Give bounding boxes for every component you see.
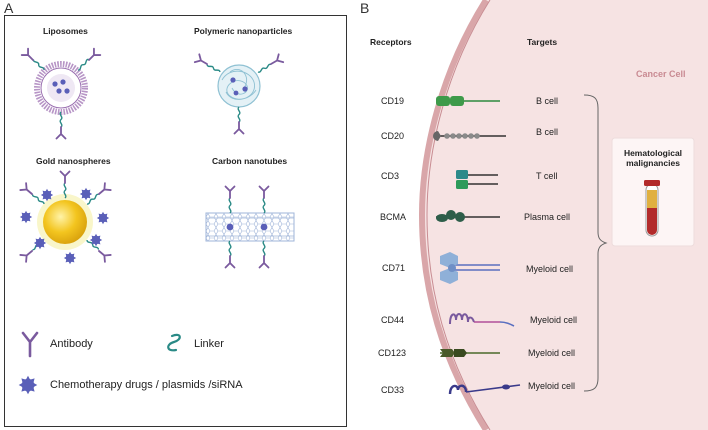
receptor-cd44: CD44 <box>381 315 405 325</box>
carbon-nanotubes-title: Carbon nanotubes <box>212 156 288 166</box>
legend-linker-label: Linker <box>194 338 224 350</box>
polymeric-nanoparticle-graphic <box>193 53 285 135</box>
cd71-receptor-glyph <box>440 252 500 284</box>
malignancy-title: Hematological malignancies <box>623 148 683 169</box>
cd44-receptor-glyph <box>449 313 515 327</box>
cell-membrane-inner <box>426 0 491 430</box>
target-cd123: Myeloid cell <box>528 348 576 358</box>
linker-icon <box>167 333 181 352</box>
legend-drugs-label: Chemotherapy drugs / plasmids /siRNA <box>50 379 243 391</box>
gold-nanospheres-title: Gold nanospheres <box>36 156 111 166</box>
receptor-cd3: CD3 <box>381 171 400 181</box>
grouping-bracket <box>583 94 608 392</box>
polymeric-nanoparticles-title: Polymeric nanoparticles <box>194 26 293 36</box>
receptor-cd20: CD20 <box>381 131 405 141</box>
gold-nanosphere-graphic <box>19 170 112 265</box>
target-cd33: Myeloid cell <box>528 381 576 391</box>
blood-tube-icon <box>644 180 660 237</box>
receptor-bcma: BCMA <box>380 212 407 222</box>
carbon-nanotube-graphic <box>205 185 295 269</box>
panel-b-letter: B <box>360 0 370 16</box>
legend-antibody-label: Antibody <box>50 338 93 350</box>
panel-a-letter: A <box>4 0 14 16</box>
receptor-cd123: CD123 <box>378 348 407 358</box>
target-cd19: B cell <box>536 96 559 106</box>
cd20-receptor-glyph <box>433 131 506 141</box>
receptors-header: Receptors <box>370 37 412 47</box>
targets-header: Targets <box>527 37 558 47</box>
cd123-receptor-glyph <box>440 349 500 357</box>
target-cd20: B cell <box>536 127 559 137</box>
target-bcma: Plasma cell <box>524 212 571 222</box>
drug-icon <box>18 375 38 395</box>
liposome-graphic <box>20 47 102 140</box>
cd33-receptor-glyph <box>448 384 521 395</box>
cd19-receptor-glyph <box>436 96 500 106</box>
liposomes-title: Liposomes <box>43 26 88 36</box>
cd3-receptor-glyph <box>456 170 498 189</box>
target-cd44: Myeloid cell <box>530 315 578 325</box>
cell-membrane <box>418 0 489 430</box>
receptor-cd33: CD33 <box>381 385 405 395</box>
bcma-receptor-glyph <box>436 210 500 222</box>
receptor-cd19: CD19 <box>381 96 405 106</box>
receptor-cd71: CD71 <box>382 263 406 273</box>
cancer-cell-label: Cancer Cell <box>636 69 686 79</box>
target-cd3: T cell <box>536 171 558 181</box>
target-cd71: Myeloid cell <box>526 264 574 274</box>
antibody-icon <box>21 331 39 358</box>
